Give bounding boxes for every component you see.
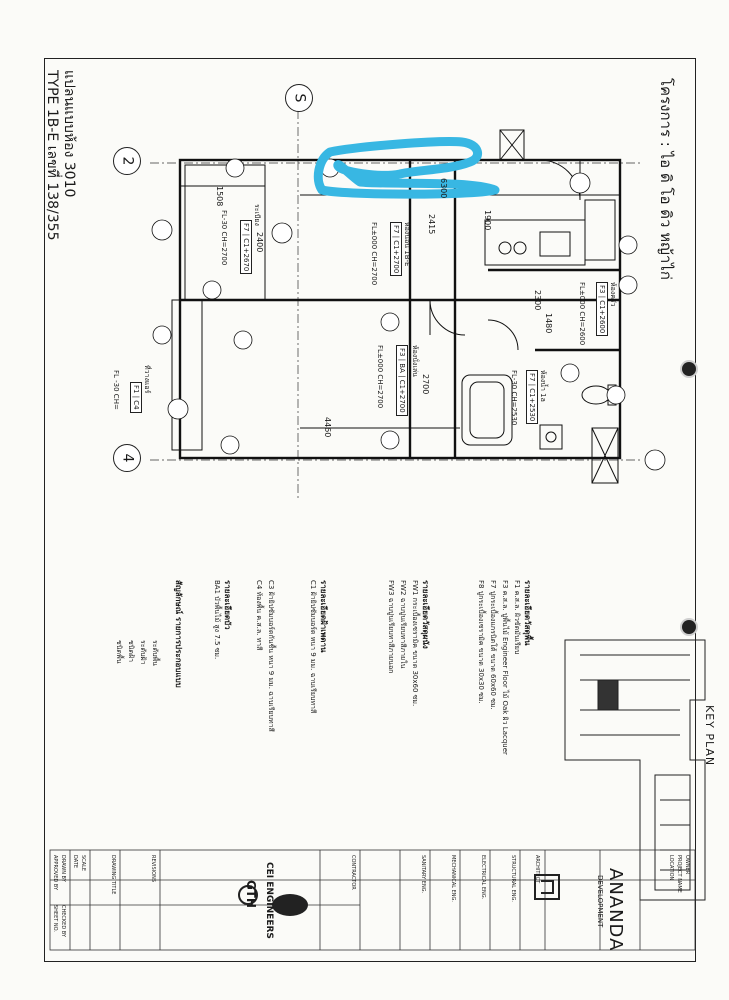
title-row: LOCATION [668, 855, 674, 881]
consultant-name: CEI ENGINEERS [264, 862, 274, 939]
finish-line: F1 ค.ส.ล. ผิวขัดมันเรียบ [513, 580, 521, 655]
dim-2300: 2300 [533, 290, 542, 311]
title-row: CONTRACTOR [350, 855, 356, 890]
service-level: FL -30 CH= [112, 370, 120, 410]
dim-6300: 6300 [439, 178, 448, 199]
kitchen-level: FL±000 CH=2600 [578, 282, 586, 346]
dim-1480: 1480 [544, 313, 553, 334]
ceiling-line: C4 ท้องพื้น ค.ส.ล. ทาสี [255, 580, 263, 651]
service-area [171, 299, 203, 451]
title-row: SCALE [80, 855, 86, 872]
developer-logo [534, 874, 560, 900]
title-row: DATE [72, 855, 78, 869]
bath-tag: F7 | C1+2530 [526, 370, 538, 425]
title-block-grid [49, 849, 696, 951]
symbol-line: ระดับฝ้า [139, 640, 147, 665]
wall-title: รายละเอียดวัสดุผนัง [421, 580, 430, 649]
wall-line: FW1 กระเบื้องเซรามิค ขนาด 30x60 ซม. [411, 580, 419, 707]
dim-1900: 1900 [483, 210, 492, 231]
wall-line: FW2 ฉาบปูนเรียบทาสีภายใน [399, 580, 407, 669]
bedroom-level: FL±000 CH=2700 [370, 222, 378, 286]
grid-bubble-2: 2 [113, 147, 141, 175]
dim-2415: 2415 [427, 214, 436, 235]
bath-name: ห้องน้ำ 1a [539, 370, 547, 402]
dim-2400: 2400 [255, 232, 264, 253]
title-row: MECHANICAL ENG. [450, 855, 456, 903]
title-row: SHEET NO. [52, 905, 58, 932]
grid-bubble-s: S [285, 84, 313, 112]
base-title: รายละเอียดบัว [223, 580, 232, 630]
finish-line: F7 ปูกระเบื้องแกรนิตโต้ ขนาด 60x60 ซม. [489, 580, 497, 710]
bath-level: FL-30 CH=2530 [510, 370, 518, 426]
grid-bubble-4: 4 [113, 444, 141, 472]
title-row: PROJECT NAME [676, 855, 682, 893]
title-row: REVISIONS [150, 855, 156, 883]
title-row: DRAWING TITLE [110, 855, 116, 895]
bedroom-name: ห้องนอน 1B-E [403, 222, 411, 267]
finish-line: F3 ค.ส.ล. ปูพื้นไม้ Engineer Floor ไม้ O… [501, 580, 509, 755]
living-level: FL±000 CH=2700 [376, 345, 384, 409]
title-row: CHECKED BY [60, 905, 66, 937]
living-name: ห้องนั่งเล่น [411, 345, 419, 377]
developer-sub: DEVELOPMENT [596, 875, 604, 928]
punch-hole [682, 362, 696, 376]
title-row: APPROVED BY [52, 855, 58, 891]
door-swing-2 [487, 319, 519, 351]
key-plan-label: KEY PLAN [703, 705, 716, 767]
contractor-name: GTH [244, 880, 258, 908]
symbol-title: สัญลักษณ์ รายการประกอบแบบ [174, 580, 183, 688]
balcony-level: FL-30 CH=2700 [220, 210, 228, 266]
contractor-logo [238, 885, 258, 905]
bathtub [461, 374, 513, 446]
symbol-line: ชนิดพื้น [115, 640, 123, 664]
title-row: SANITARY ENG. [420, 855, 426, 894]
ceiling-line: C3 ฝ้ายิปซัมบอร์ดกันชื้น หนา 9 มม. ฉาบเร… [267, 580, 275, 732]
toilet [581, 385, 611, 405]
service-tag: F1 | C4 [130, 382, 142, 413]
shaft [591, 427, 619, 484]
basin [539, 424, 563, 450]
dim-4460: 4460 [323, 417, 332, 438]
duct [499, 129, 525, 161]
finish-line: F8 ปูกระเบื้องเซรามิค ขนาด 30x30 ซม. [477, 580, 485, 704]
balcony-name: ระเบียง [253, 204, 261, 226]
dim-1508: 1508 [215, 186, 224, 207]
developer-name: ANANDA [605, 868, 626, 952]
service-name: ที่วางแอร์ [143, 365, 151, 394]
dim-2700: 2700 [421, 374, 430, 395]
consultant-logo [272, 894, 308, 916]
title-row: ELECTRICAL ENG. [480, 855, 486, 900]
title-row: OWNER [684, 855, 690, 875]
living-tag: F3 | BA | C1+2700 [396, 345, 408, 416]
balcony-tag: F7 | C1+2670 [240, 220, 252, 275]
wall-line: FW3 ฉาบปูนเรียบทาสีภายนอก [387, 580, 395, 674]
door-swing-1 [429, 299, 466, 336]
punch-hole [682, 620, 696, 634]
ceiling-line: C1 ฝ้ายิปซัมบอร์ด หนา 9 มม. ฉาบเรียบทาสี [309, 580, 317, 714]
drawing-border [44, 58, 696, 962]
title-row: DRAWN BY [60, 855, 66, 882]
highlight-mark [313, 137, 500, 199]
finish-title: รายละเอียดวัสดุพื้น [523, 580, 532, 646]
title-row: STRUCTURAL ENG. [510, 855, 516, 902]
title-row: ARCHITECT [534, 855, 540, 884]
base-line: BA1 บัวพื้นไม้ สูง 7.5 ซม. [213, 580, 221, 660]
symbol-line: ชนิดฝ้า [127, 640, 135, 663]
kitchen-tag: F3 | C1+2600 [596, 282, 608, 337]
ceiling-title: รายละเอียดฝ้าเพดาน [319, 580, 328, 653]
bedroom-tag: F7 | C1+2700 [390, 222, 402, 277]
key-plan-sketch [564, 639, 706, 901]
symbol-line: ระดับพื้น [151, 640, 159, 666]
kitchen-name: ห้องครัว [609, 282, 617, 307]
